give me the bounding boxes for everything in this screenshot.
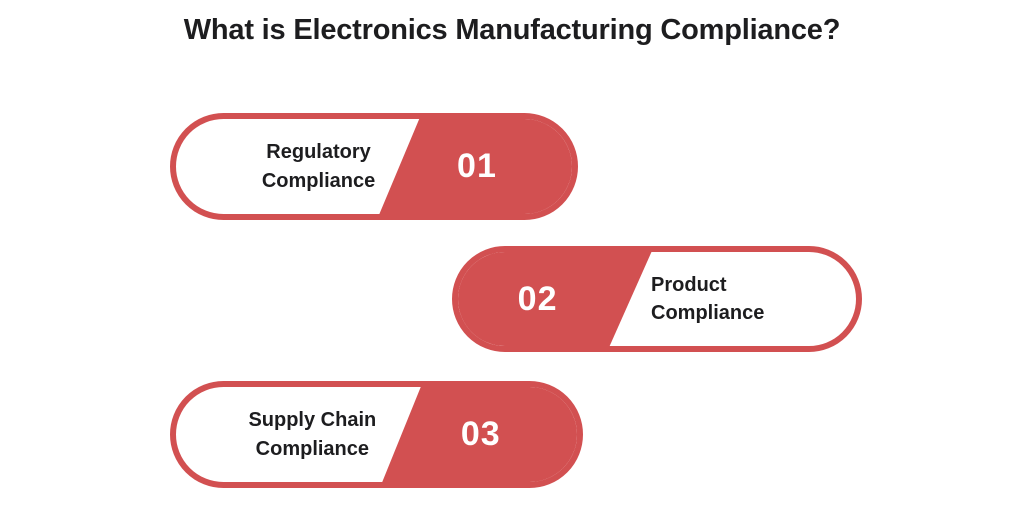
compliance-item-product: 02 Product Compliance — [452, 246, 862, 352]
item-number: 03 — [460, 415, 501, 453]
item-number: 01 — [457, 147, 497, 185]
page-title: What is Electronics Manufacturing Compli… — [183, 14, 841, 46]
item-label: Product Compliance — [651, 273, 765, 324]
item-label: Regulatory Compliance — [261, 141, 376, 192]
compliance-item-regulatory: Regulatory Compliance 01 — [170, 113, 578, 220]
item-label: Supply Chain Compliance — [248, 409, 377, 460]
item-number: 02 — [517, 279, 558, 318]
compliance-item-supply-chain: Supply Chain Compliance 03 — [170, 381, 583, 488]
